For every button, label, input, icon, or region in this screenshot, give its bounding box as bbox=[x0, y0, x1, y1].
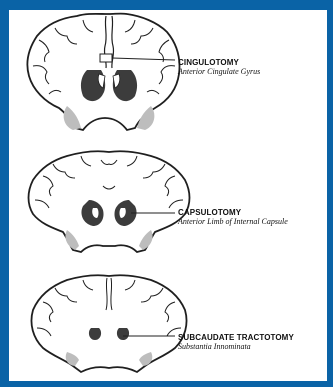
brain-section-subcaudate bbox=[31, 275, 186, 372]
procedure-title: CAPSULOTOMY bbox=[178, 209, 288, 217]
label-capsulotomy: CAPSULOTOMY Anterior Limb of Internal Ca… bbox=[178, 209, 288, 226]
procedure-subtitle: Anterior Limb of Internal Capsule bbox=[178, 218, 288, 226]
procedure-subtitle: Anterior Cingulate Gyrus bbox=[178, 68, 260, 76]
cingulotomy-target bbox=[100, 54, 112, 62]
brain-outline-3 bbox=[31, 275, 186, 372]
procedure-title: SUBCAUDATE TRACTOTOMY bbox=[178, 334, 294, 342]
label-subcaudate-tractotomy: SUBCAUDATE TRACTOTOMY Substantia Innomin… bbox=[178, 334, 294, 351]
brain-sections-illustration bbox=[9, 10, 327, 381]
brain-section-capsulotomy bbox=[29, 151, 190, 252]
brain-outline-1 bbox=[27, 14, 179, 130]
procedure-title: CINGULOTOMY bbox=[178, 59, 260, 67]
brain-section-cingulotomy bbox=[27, 14, 179, 130]
brain-outline-2 bbox=[29, 151, 190, 252]
figure-panel: CINGULOTOMY Anterior Cingulate Gyrus CAP… bbox=[9, 10, 327, 381]
procedure-subtitle: Substantia Innominata bbox=[178, 343, 294, 351]
label-cingulotomy: CINGULOTOMY Anterior Cingulate Gyrus bbox=[178, 59, 260, 76]
